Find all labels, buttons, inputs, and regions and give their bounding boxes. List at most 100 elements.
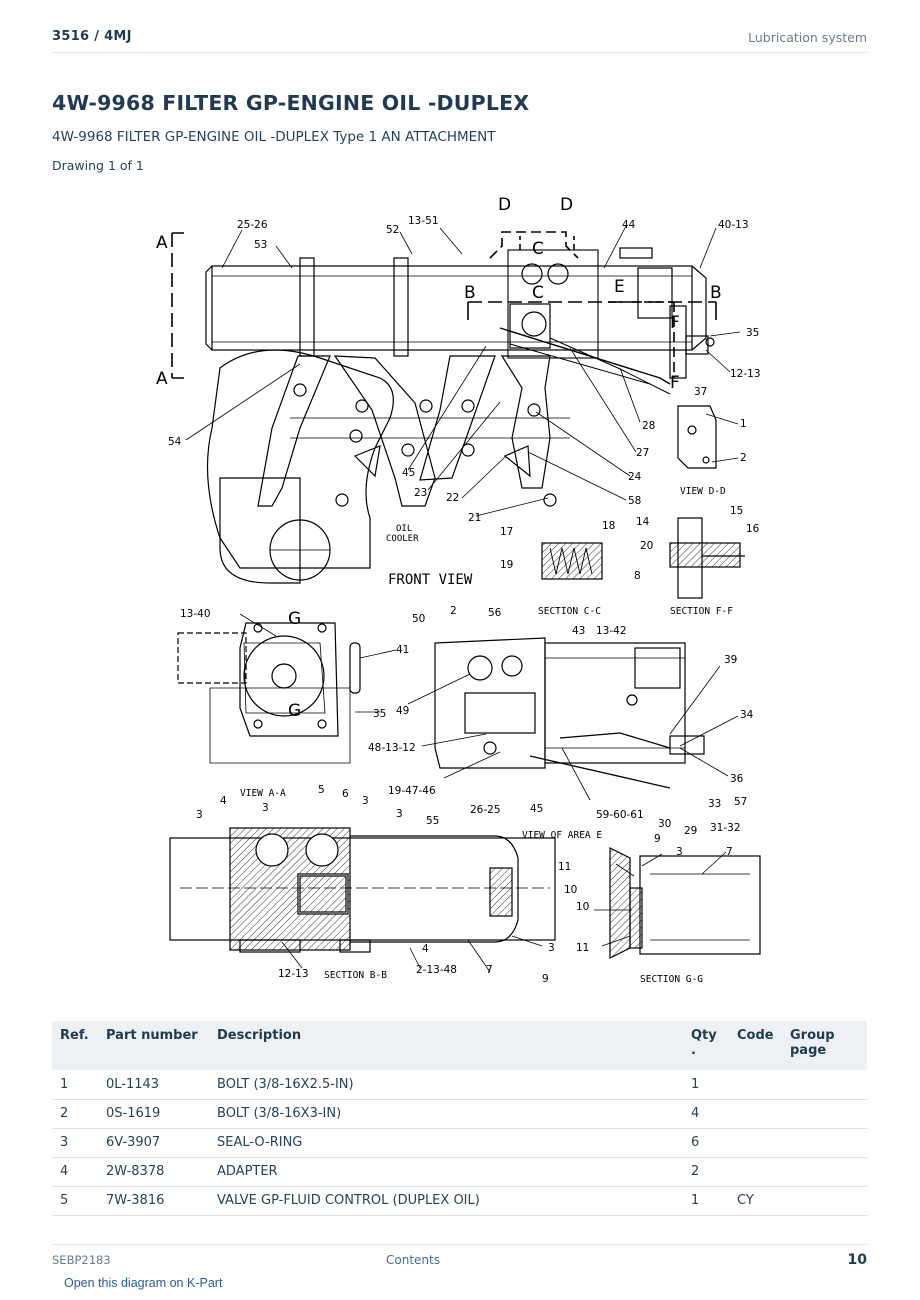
callout-number: 25-26: [237, 219, 268, 231]
table-row: 4 2W-8378 ADAPTER 2: [52, 1157, 867, 1187]
callout-number: 48-13-12: [368, 742, 416, 754]
callout-number: 41: [396, 644, 409, 656]
marker-f-top: F: [670, 313, 680, 333]
callout-number: 3: [676, 846, 683, 858]
table-row: 1 0L-1143 BOLT (3/8-16X2.5-IN) 1: [52, 1070, 867, 1100]
callout-number: 16: [746, 523, 760, 535]
marker-a-bottom: A: [156, 369, 168, 389]
section-bb-drawing: [169, 827, 556, 953]
label-view-area-e: VIEW OF AREA E: [522, 830, 602, 841]
label-view-aa: VIEW A-A: [240, 788, 286, 799]
cell-part-number: 0L-1143: [98, 1070, 209, 1100]
header-qty: Qty .: [691, 1028, 717, 1058]
callout-number: 1: [740, 418, 747, 430]
cell-code: [729, 1070, 782, 1100]
callout-number: 13-51: [408, 215, 439, 227]
callout-number: 40-13: [718, 219, 749, 231]
callout-number: 3: [548, 942, 555, 954]
marker-b-left: B: [464, 283, 476, 303]
callout-number: 7: [726, 846, 733, 858]
callout-number: 2: [740, 452, 747, 464]
cell-group-page: [782, 1070, 867, 1100]
marker-f-bottom: F: [670, 373, 680, 393]
callout-number: 10: [576, 901, 589, 913]
open-kpart-link[interactable]: Open this diagram on K-Part: [64, 1276, 223, 1290]
section-gg-drawing: [609, 847, 761, 959]
cell-ref: 4: [52, 1157, 98, 1187]
contents-link[interactable]: Contents: [386, 1253, 440, 1267]
callout-number: 19-47-46: [388, 785, 436, 797]
callout-number: 29: [684, 825, 697, 837]
callout-number: 12-13: [730, 368, 761, 380]
cell-code: CY: [729, 1186, 782, 1216]
page-title: 4W-9968 FILTER GP-ENGINE OIL -DUPLEX: [52, 91, 530, 115]
view-aa-drawing: [177, 622, 361, 764]
callout-number: 13-40: [180, 608, 211, 620]
callout-number: 54: [168, 436, 182, 448]
model-label: 3516 / 4MJ: [52, 29, 132, 44]
cell-qty: 1: [683, 1186, 729, 1216]
front-view-drawing: [205, 231, 715, 584]
callout-number: 12-13: [278, 968, 309, 980]
callout-number: 3: [196, 809, 203, 821]
cell-ref: 1: [52, 1070, 98, 1100]
callout-number: 39: [724, 654, 737, 666]
callout-number: 9: [654, 833, 661, 845]
callout-number: 14: [636, 516, 650, 528]
callout-number: 31-32: [710, 822, 741, 834]
callout-number: 24: [628, 471, 642, 483]
callout-number: 57: [734, 796, 747, 808]
marker-d-left: D: [498, 195, 511, 215]
section-cutting-lines: [171, 232, 717, 379]
callout-number: 35: [746, 327, 759, 339]
section-label: Lubrication system: [748, 30, 867, 45]
cell-part-number: 2W-8378: [98, 1157, 209, 1187]
marker-e: E: [614, 277, 625, 297]
table-row: 5 7W-3816 VALVE GP-FLUID CONTROL (DUPLEX…: [52, 1186, 867, 1216]
callout-number: 53: [254, 239, 267, 251]
callout-number: 21: [468, 512, 481, 524]
callout-number: 36: [730, 773, 744, 785]
callout-number: 37: [694, 386, 707, 398]
header-group-page: Group page: [790, 1028, 835, 1058]
table-row: 3 6V-3907 SEAL-O-RING 6: [52, 1128, 867, 1158]
callout-number: 52: [386, 224, 399, 236]
callout-number: 2: [450, 605, 457, 617]
callout-number: 34: [740, 709, 754, 721]
callout-number: 56: [488, 607, 502, 619]
callout-number: 59-60-61: [596, 809, 644, 821]
cell-qty: 2: [683, 1157, 729, 1187]
callout-number: 45: [402, 467, 415, 479]
cell-description: BOLT (3/8-16X3-IN): [209, 1099, 683, 1129]
cell-group-page: [782, 1128, 867, 1158]
callout-number: 35: [373, 708, 386, 720]
callout-number: 30: [658, 818, 671, 830]
cell-code: [729, 1128, 782, 1158]
table-row: 2 0S-1619 BOLT (3/8-16X3-IN) 4: [52, 1099, 867, 1129]
callout-number: 22: [446, 492, 459, 504]
parts-table: Ref. Part number Description Qty . Code …: [52, 1021, 867, 1216]
callout-number: 11: [576, 942, 589, 954]
document-code: SEBP2183: [52, 1253, 111, 1267]
cell-code: [729, 1099, 782, 1129]
callout-number: 23: [414, 487, 427, 499]
cell-group-page: [782, 1186, 867, 1216]
cell-part-number: 6V-3907: [98, 1128, 209, 1158]
label-view-dd: VIEW D-D: [680, 486, 726, 497]
cell-ref: 3: [52, 1128, 98, 1158]
callout-number: 19: [500, 559, 513, 571]
callout-number: 3: [396, 808, 403, 820]
header-description: Description: [217, 1028, 302, 1043]
cell-part-number: 0S-1619: [98, 1099, 209, 1129]
callout-number: 33: [708, 798, 721, 810]
callout-number: 27: [636, 447, 649, 459]
callout-number: 43: [572, 625, 585, 637]
cell-description: VALVE GP-FLUID CONTROL (DUPLEX OIL): [209, 1186, 683, 1216]
footer-divider: [52, 1244, 867, 1245]
marker-g-bottom: G: [288, 701, 301, 721]
callout-number: 9: [542, 973, 549, 985]
marker-c-mid: C: [532, 283, 544, 303]
cell-description: BOLT (3/8-16X2.5-IN): [209, 1070, 683, 1100]
detail-views-drawing: [541, 405, 745, 599]
header-part-number: Part number: [106, 1028, 198, 1043]
